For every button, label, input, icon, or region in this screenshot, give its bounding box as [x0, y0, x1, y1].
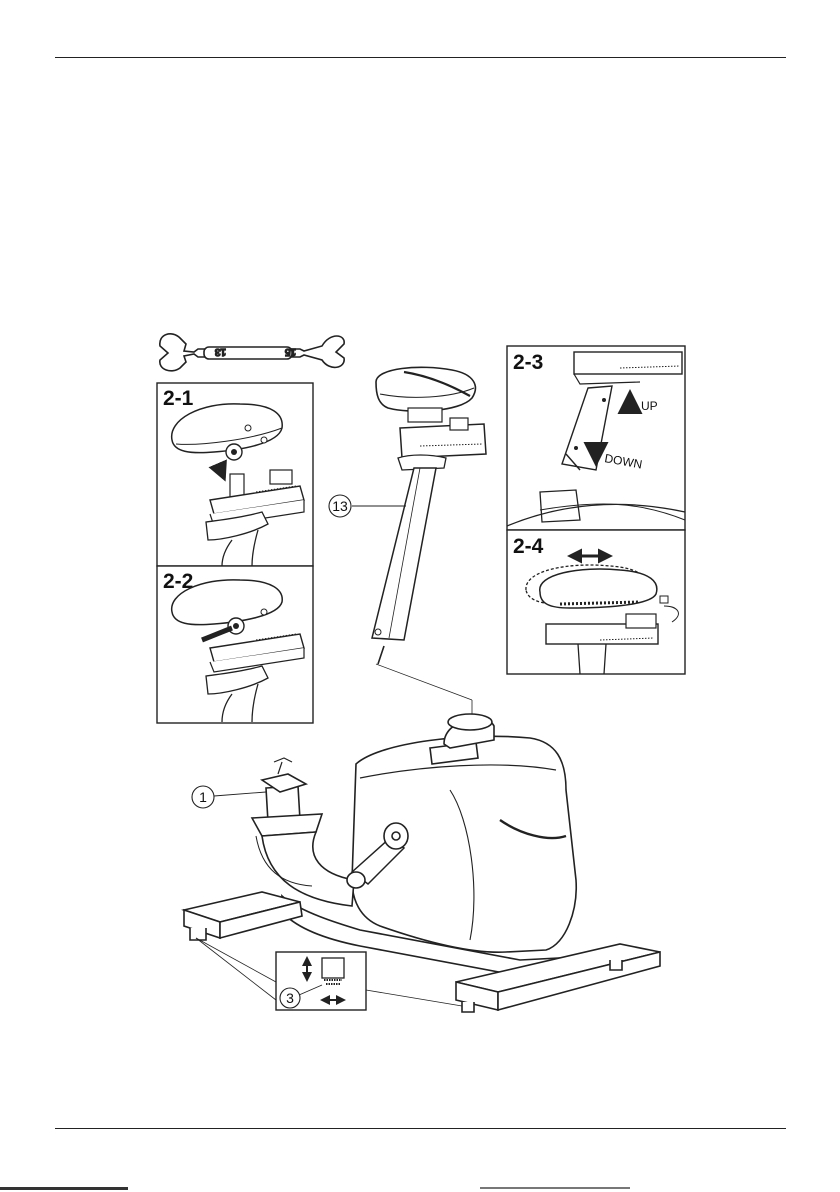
callout-3: 3 — [286, 990, 294, 1006]
panel-2-4-label: 2-4 — [513, 535, 544, 558]
panel-2-3-label: 2-3 — [513, 351, 543, 374]
panel-2-1: 2-1 — [157, 383, 313, 566]
callout-1: 1 — [199, 789, 207, 805]
seat-post-assembly: 13 — [329, 367, 486, 716]
panel-2-4: 2-4 — [507, 530, 685, 674]
panel-2-1-label: 2-1 — [163, 387, 194, 410]
callout-13: 13 — [332, 498, 348, 514]
wrench-size-right: 15 — [284, 346, 296, 357]
wrench-icon: 13 15 — [160, 334, 344, 371]
panel-2-3: 2-3 UP DOWN — [507, 346, 685, 530]
up-label: UP — [641, 399, 658, 413]
wrench-size-left: 13 — [214, 346, 226, 357]
panel-2-2: 2-2 — [157, 566, 313, 723]
bike-frame — [184, 714, 660, 1012]
bottom-scan-artifact — [0, 1183, 840, 1192]
